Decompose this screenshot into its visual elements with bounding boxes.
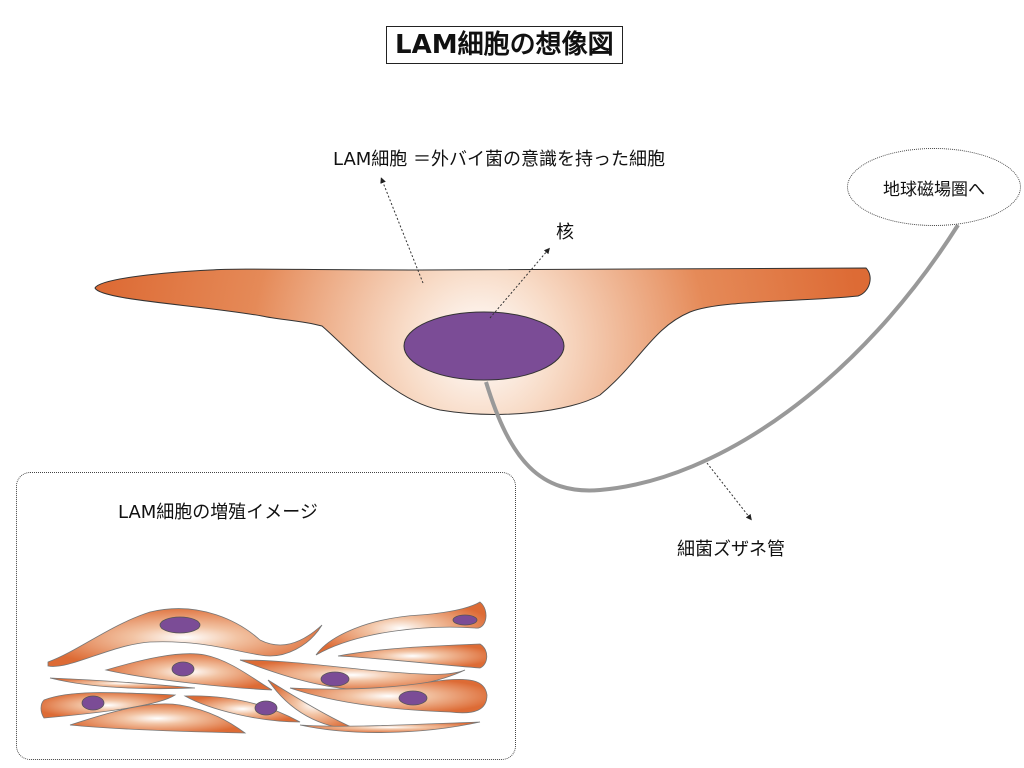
nucleus-pointer-arrow: [489, 247, 550, 319]
destination-bubble: 地球磁場圏へ: [847, 148, 1021, 226]
zuzane-tube: [484, 223, 960, 493]
nucleus: [403, 311, 565, 381]
proliferation-nuclei: [81, 614, 478, 716]
cell-pointer-arrow: [380, 177, 424, 284]
zuzane-tube-label: 細菌ズザネ管: [677, 539, 785, 560]
tube-pointer-arrow: [706, 462, 752, 521]
page-title: LAM細胞の想像図: [386, 26, 623, 64]
proliferation-cells: [40, 601, 488, 734]
destination-label: 地球磁場圏へ: [883, 179, 985, 200]
nucleus-label: 核: [556, 222, 574, 243]
proliferation-inset: [16, 472, 516, 760]
inset-title: LAM細胞の増殖イメージ: [118, 502, 318, 523]
lam-cell-label: LAM細胞 ＝外バイ菌の意識を持った細胞: [333, 149, 666, 170]
